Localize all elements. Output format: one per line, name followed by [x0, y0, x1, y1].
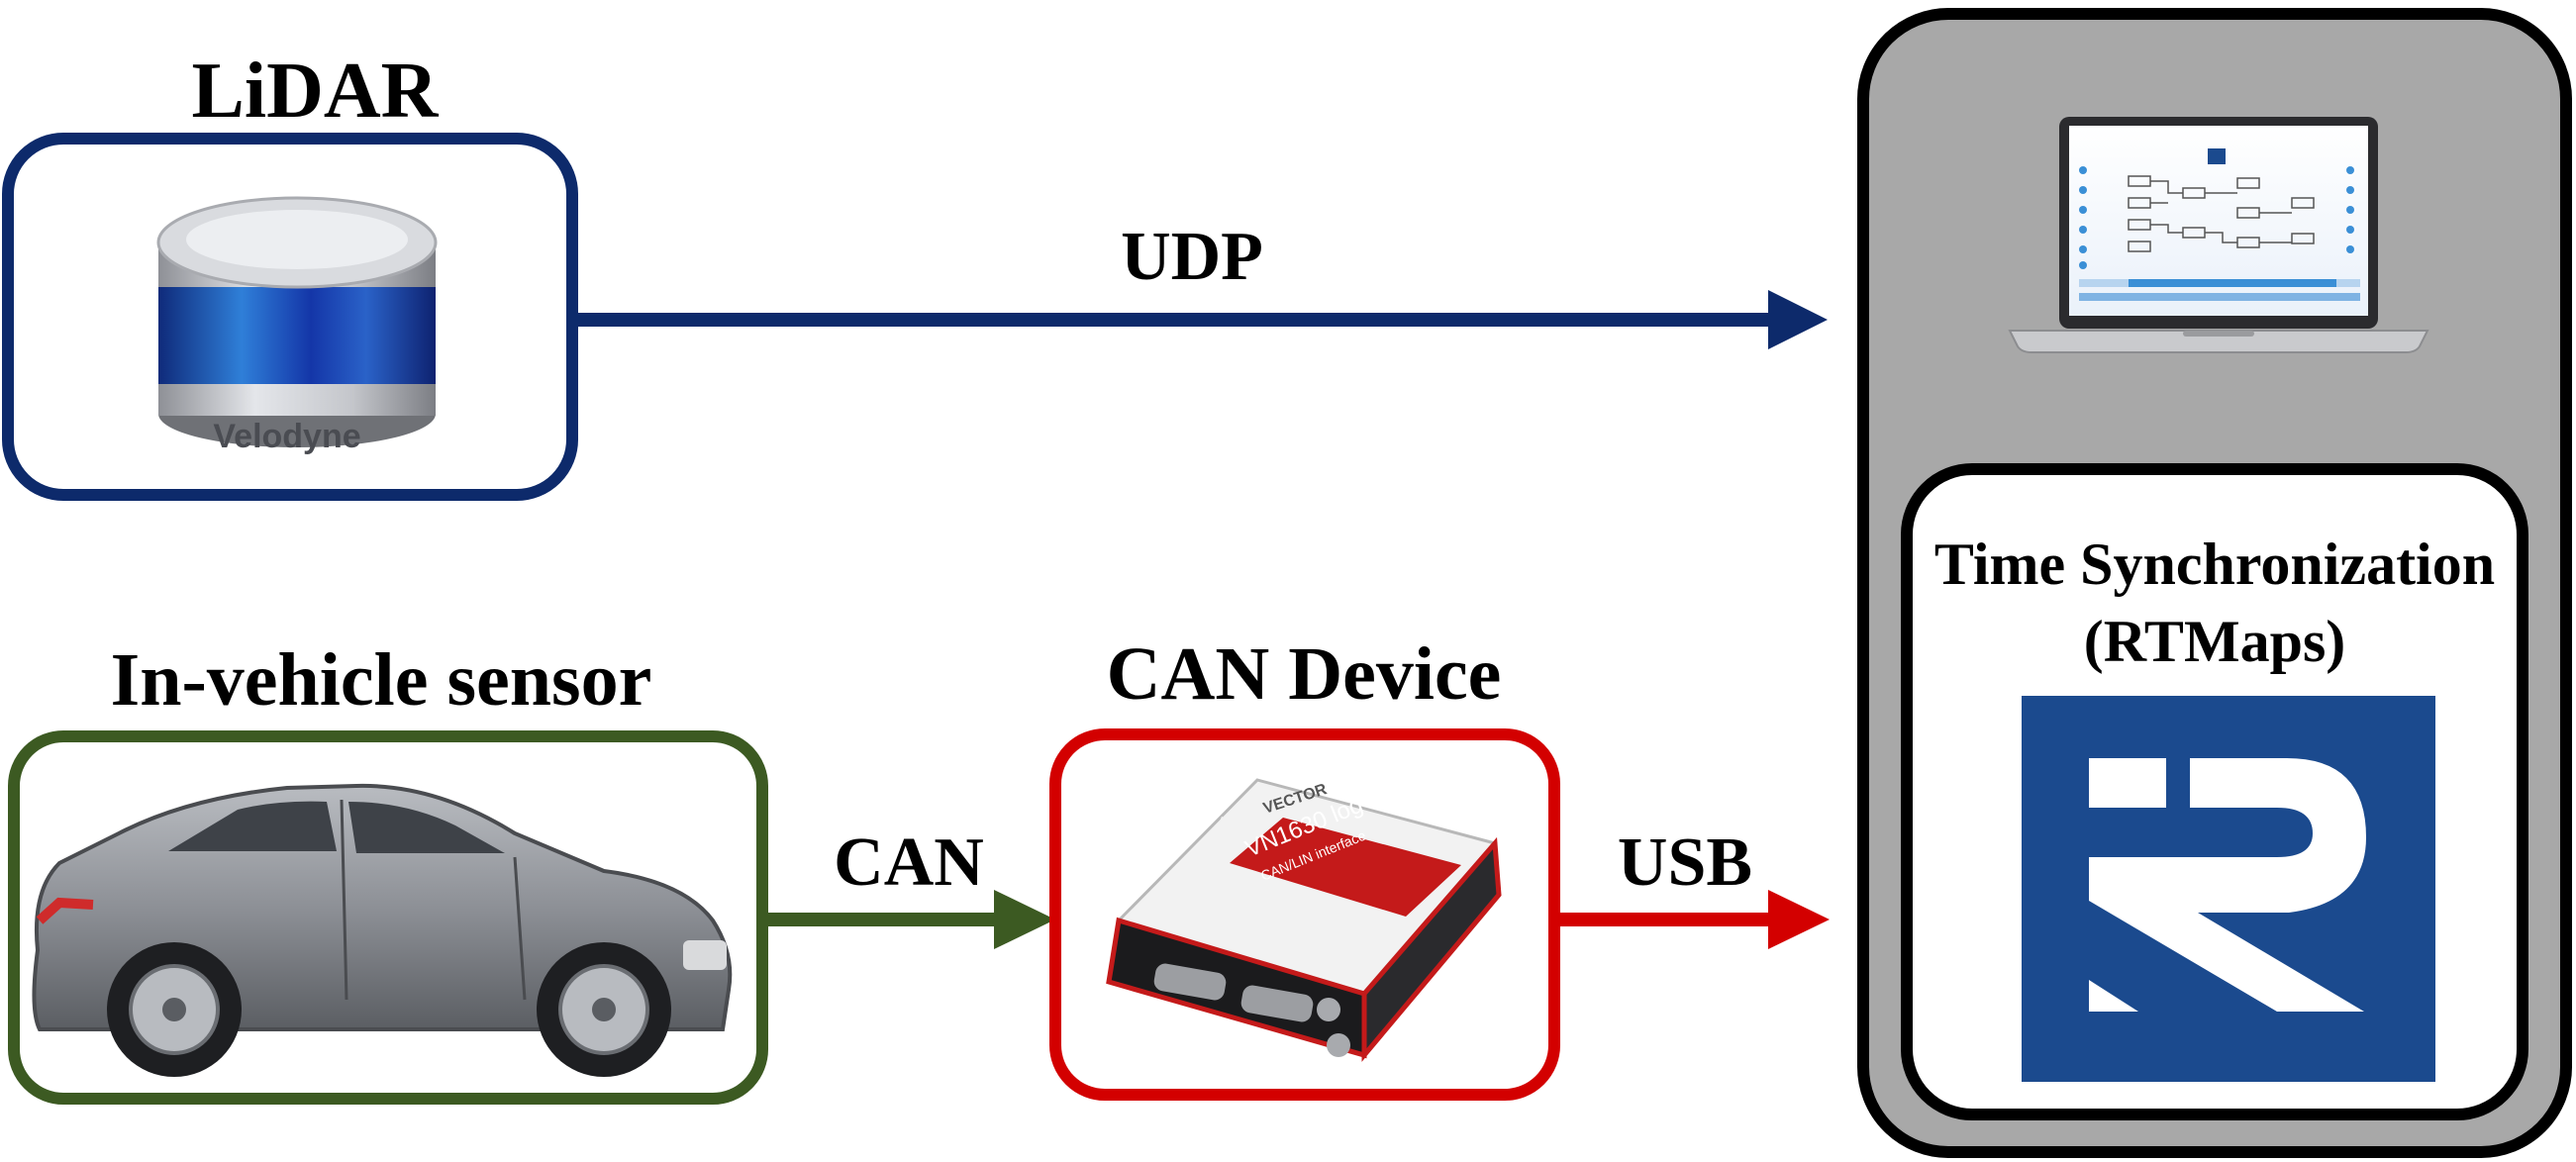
can-arrow	[762, 890, 1055, 949]
laptop-icon	[2008, 117, 2429, 353]
usb-arrow	[1554, 890, 1830, 949]
can-device-title: CAN Device	[1107, 632, 1502, 716]
can-interface-image: VECTOR VN1630 log CAN/LIN interface	[1106, 778, 1502, 1062]
lidar-title: LiDAR	[192, 48, 440, 135]
rtmaps-label: (RTMaps)	[2084, 609, 2346, 674]
car-image	[32, 783, 733, 1077]
rtmaps-logo	[2022, 696, 2435, 1082]
can-label: CAN	[834, 824, 984, 901]
time-sync-title: Time Synchronization	[1934, 532, 2495, 597]
udp-arrow	[572, 290, 1828, 349]
usb-label: USB	[1618, 824, 1752, 901]
lidar-brand: Velodyne	[213, 418, 360, 455]
in-vehicle-title: In-vehicle sensor	[111, 638, 652, 722]
computer-panel: Time Synchronization (RTMaps)	[1857, 8, 2572, 1158]
udp-label: UDP	[1121, 219, 1263, 295]
lidar-sensor-image: Velodyne	[156, 196, 438, 455]
